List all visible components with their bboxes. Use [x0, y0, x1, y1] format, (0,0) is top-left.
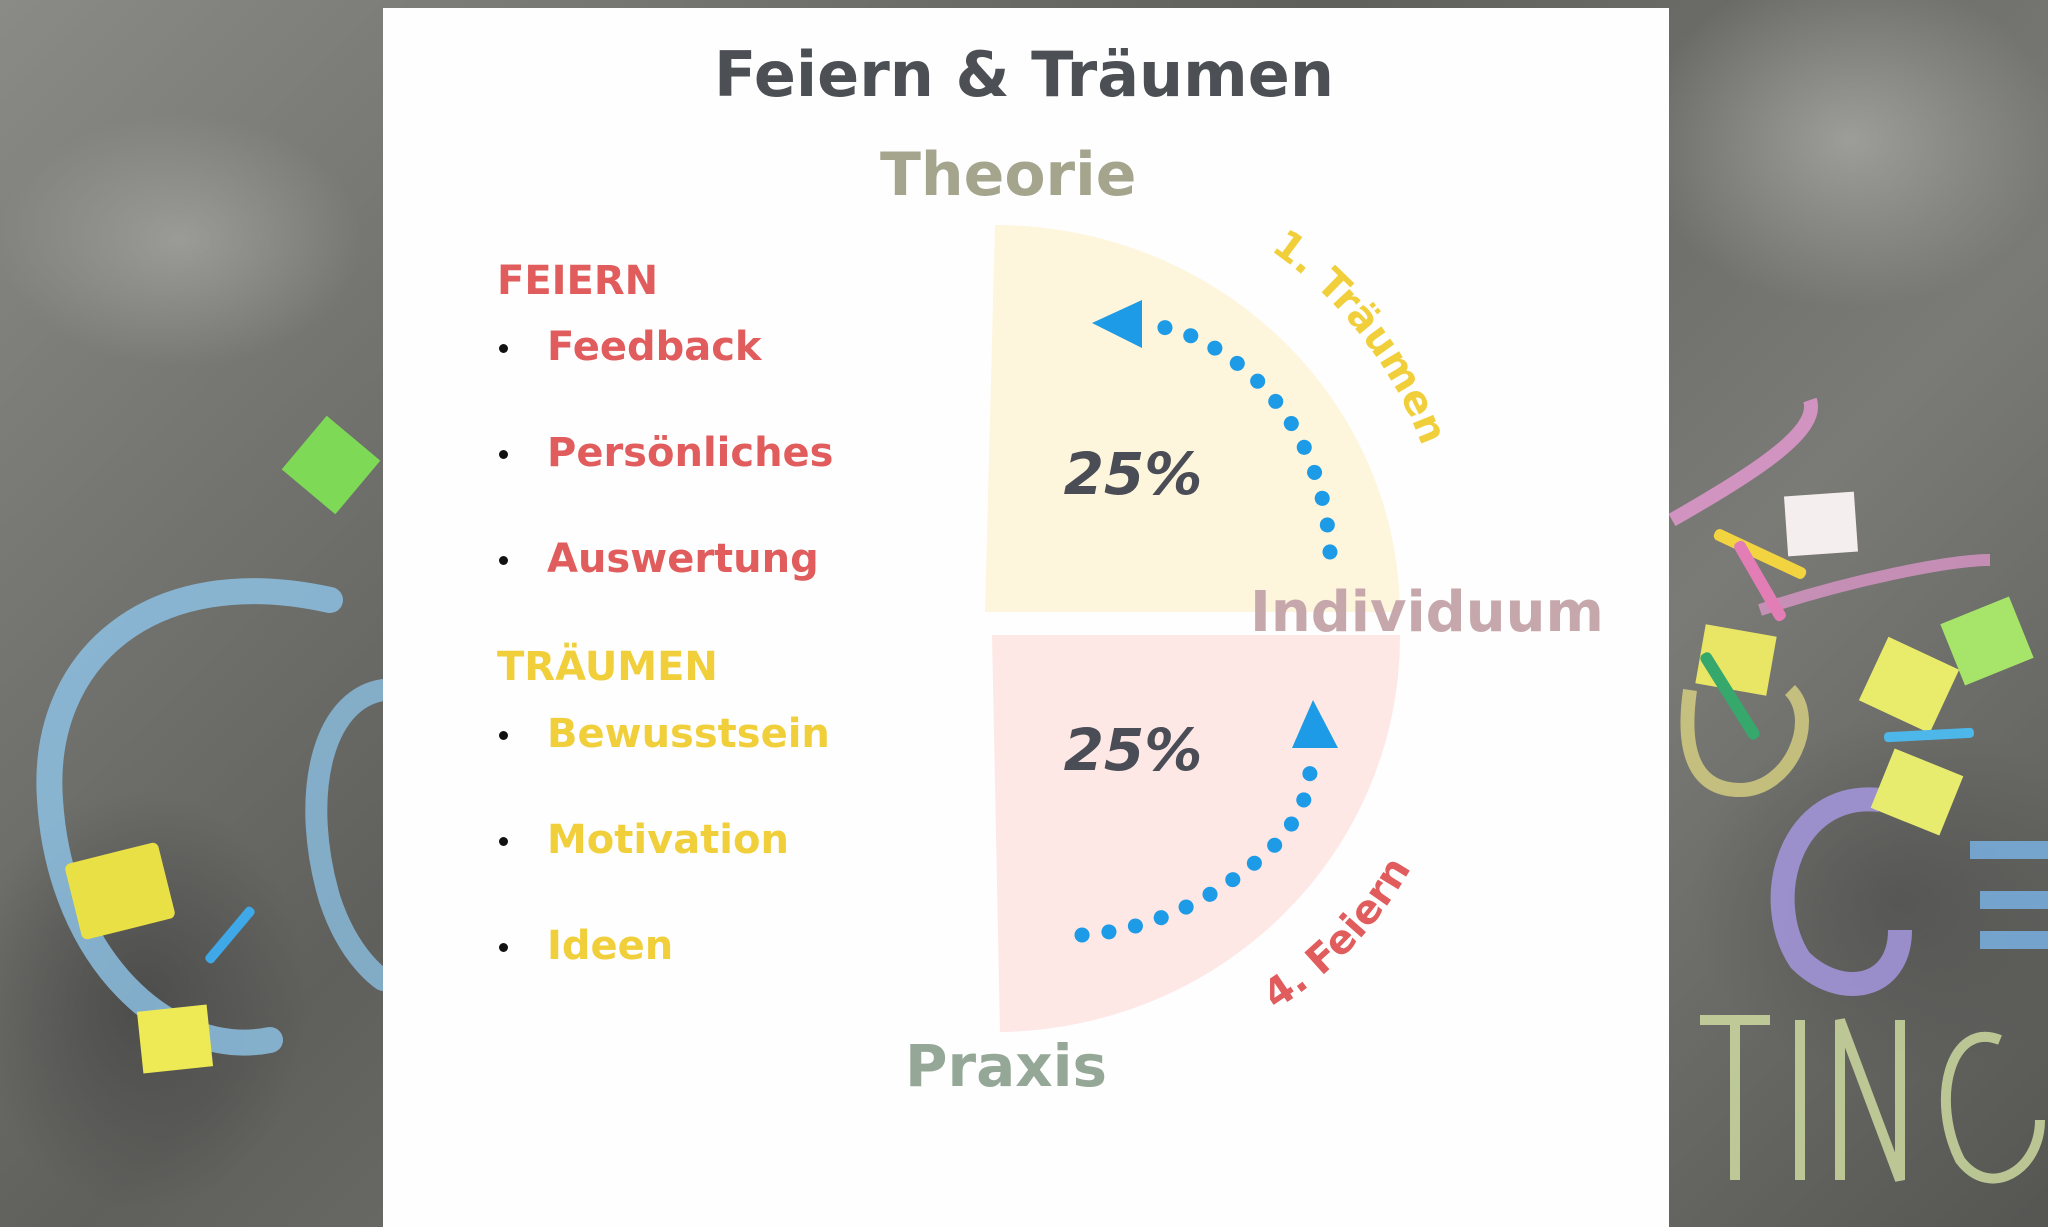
bullet-icon [499, 837, 508, 846]
quadrant-bottom-value: 25% [1064, 716, 1203, 784]
traeumen-list: Bewusstsein Motivation Ideen [497, 710, 830, 1028]
section-heading-feiern: FEIERN [497, 258, 659, 304]
axis-label-praxis: Praxis [905, 1032, 1108, 1100]
list-item-label: Persönliches [547, 430, 834, 476]
slide-title: Feiern & Träumen [714, 38, 1334, 111]
list-item-label: Auswertung [547, 536, 819, 582]
list-item-label: Feedback [547, 324, 762, 370]
list-item: Bewusstsein [497, 710, 830, 816]
list-item: Feedback [497, 323, 833, 429]
bullet-icon [499, 556, 508, 565]
bullet-icon [499, 344, 508, 353]
quadrant-top [985, 225, 1400, 612]
quadrant-top-value: 25% [1064, 440, 1203, 508]
list-item-label: Ideen [547, 923, 674, 969]
bullet-icon [499, 731, 508, 740]
arrowhead-top-icon [1092, 300, 1142, 348]
list-item: Persönliches [497, 429, 833, 535]
feiern-list: Feedback Persönliches Auswertung [497, 323, 833, 641]
bullet-icon [499, 943, 508, 952]
dotted-arrow-top [1132, 317, 1338, 560]
section-heading-traeumen: TRÄUMEN [497, 644, 718, 690]
dotted-arrow-bottom [1074, 762, 1318, 943]
quadrant-bottom [992, 635, 1401, 1032]
axis-label-theorie: Theorie [880, 140, 1137, 210]
list-item: Ideen [497, 922, 830, 1028]
axis-label-individuum: Individuum [1250, 580, 1604, 645]
arrowhead-bottom-icon [1292, 700, 1338, 748]
list-item: Motivation [497, 816, 830, 922]
list-item: Auswertung [497, 535, 833, 641]
bullet-icon [499, 450, 508, 459]
list-item-label: Bewusstsein [547, 711, 830, 757]
list-item-label: Motivation [547, 817, 789, 863]
